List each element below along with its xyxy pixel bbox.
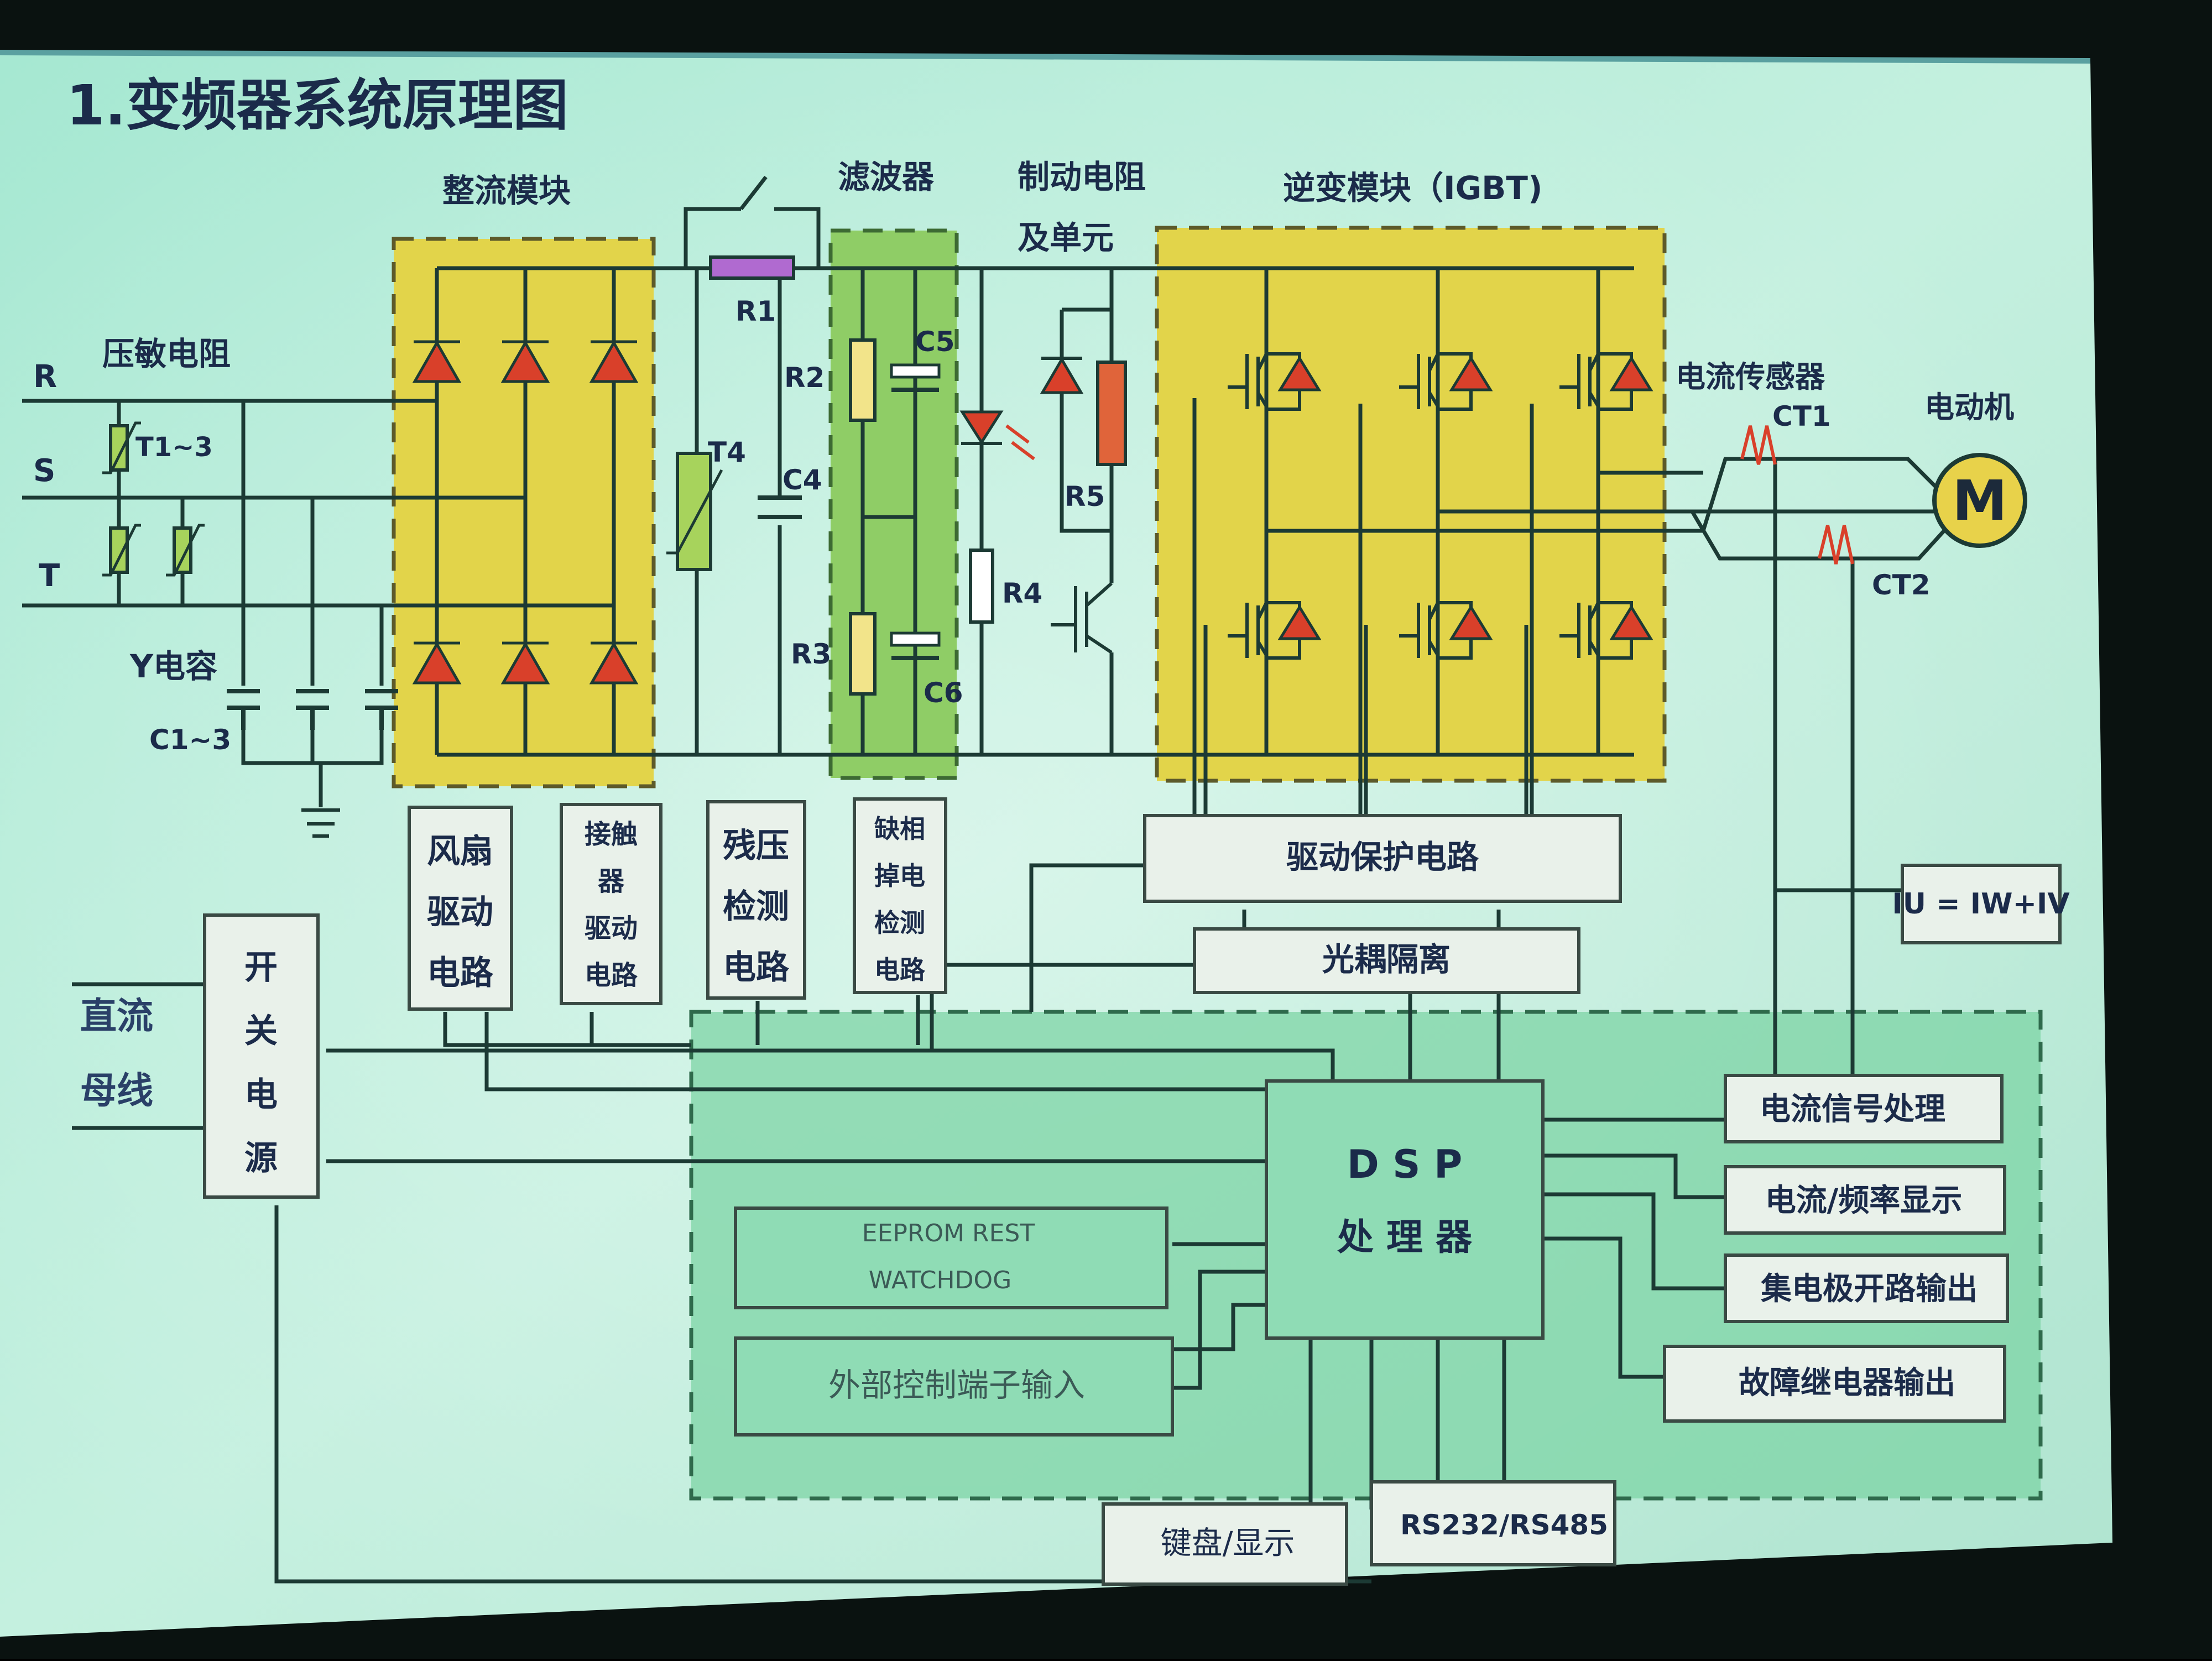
r5-label: R5 xyxy=(1065,480,1105,513)
eeprom-label-line2: WATCHDOG xyxy=(869,1266,1012,1294)
residual-voltage-line3: 电路 xyxy=(723,948,790,987)
brake-label-line1: 制动电阻 xyxy=(1018,158,1146,196)
inverter-module-label: 逆变模块（IGBT) xyxy=(1283,169,1542,207)
fan-driver-line2: 驱动 xyxy=(427,893,493,932)
dc-bus-label-line2: 母线 xyxy=(80,1069,153,1112)
switching-power-line1: 开 xyxy=(244,948,278,987)
filter-label: 滤波器 xyxy=(838,158,935,196)
ct2-label: CT2 xyxy=(1872,569,1931,601)
current-signal-label: 电流信号处理 xyxy=(1760,1091,1945,1127)
external-input-label: 外部控制端子输入 xyxy=(828,1366,1085,1404)
rectifier-module-label: 整流模块 xyxy=(442,172,571,210)
contactor-driver-line3: 驱动 xyxy=(585,913,638,944)
capacitor-c6 xyxy=(890,631,941,660)
brake-transistor xyxy=(1051,582,1113,654)
contactor-driver-line2: 器 xyxy=(598,866,625,897)
resistor-r1 xyxy=(709,255,795,280)
ct1-label: CT1 xyxy=(1772,400,1831,432)
phase-loss-line3: 检测 xyxy=(874,908,925,938)
rectifier-diodes xyxy=(412,339,639,685)
ground-icon xyxy=(301,808,340,838)
screen-top-edge xyxy=(0,50,2091,64)
capacitor-c4 xyxy=(758,495,802,519)
brake-diode xyxy=(1040,357,1084,394)
thermistor-t4 xyxy=(666,452,723,571)
resistor-r3 xyxy=(849,612,877,696)
c6-label: C6 xyxy=(924,677,963,709)
c1-3-label: C1~3 xyxy=(149,724,231,756)
brake-label-line2: 及单元 xyxy=(1018,219,1114,257)
motor-label: 电动机 xyxy=(1924,390,2014,425)
contactor-driver-line1: 接触 xyxy=(585,819,638,850)
drive-protection-label: 驱动保护电路 xyxy=(1286,838,1479,876)
residual-voltage-line2: 检测 xyxy=(723,887,789,926)
switching-power-line3: 电 xyxy=(244,1075,278,1114)
t4-label: T4 xyxy=(708,436,746,468)
residual-voltage-line1: 残压 xyxy=(723,827,789,865)
keyboard-display-label: 键盘/显示 xyxy=(1161,1526,1295,1561)
r4-label: R4 xyxy=(1002,577,1042,609)
contactor-driver-line4: 电路 xyxy=(585,960,638,991)
varistor-t2 xyxy=(102,524,141,577)
r2-label: R2 xyxy=(784,362,825,394)
y-capacitor-label: Y电容 xyxy=(129,647,217,685)
optocoupler-label: 光耦隔离 xyxy=(1322,941,1451,978)
varistor-label: 压敏电阻 xyxy=(102,335,231,373)
switching-power-line2: 关 xyxy=(244,1012,278,1051)
dsp-label-line1: D S P xyxy=(1347,1142,1463,1187)
r1-label: R1 xyxy=(735,295,776,327)
phase-loss-line4: 电路 xyxy=(874,955,926,985)
motor-icon xyxy=(1932,453,2027,548)
c5-label: C5 xyxy=(915,326,954,358)
r3-label: R3 xyxy=(791,638,831,670)
eeprom-label-line1: EEPROM REST xyxy=(862,1219,1035,1247)
resistor-r2 xyxy=(849,338,877,422)
fan-driver-line1: 风扇 xyxy=(427,832,493,871)
inverter-module-box xyxy=(1155,226,1667,783)
capacitor-c5 xyxy=(890,363,941,392)
phase-loss-line2: 掉电 xyxy=(874,861,925,891)
block-frames xyxy=(203,797,2062,1586)
dsp-label-line2: 处 理 器 xyxy=(1337,1216,1473,1258)
current-sensor-ct2 xyxy=(1818,525,1854,565)
fan-driver-line3: 电路 xyxy=(427,954,494,993)
collector-output-label: 集电极开路输出 xyxy=(1760,1271,1978,1307)
phase-t-label: T xyxy=(39,558,60,594)
fault-relay-label: 故障继电器输出 xyxy=(1739,1365,1955,1401)
phase-r-label: R xyxy=(33,359,57,395)
t1-3-label: T1~3 xyxy=(135,432,213,463)
current-formula: IU = IW+IV xyxy=(1892,887,2069,921)
switching-power-line4: 源 xyxy=(244,1139,278,1178)
resistor-r5 xyxy=(1096,361,1127,466)
c4-label: C4 xyxy=(782,464,822,496)
diagram-title: 1.变频器系统原理图 xyxy=(66,73,568,138)
y-capacitors xyxy=(227,689,398,730)
current-sensor-label: 电流传感器 xyxy=(1676,359,1825,394)
led-indicator xyxy=(959,410,1035,461)
resistor-r4 xyxy=(969,549,994,624)
freewheel-diodes xyxy=(1277,356,1653,640)
phase-loss-line1: 缺相 xyxy=(874,814,925,844)
motor-symbol: M xyxy=(1952,468,2007,533)
varistor-t3 xyxy=(166,524,205,577)
varistor-t1 xyxy=(102,421,141,474)
phase-s-label: S xyxy=(33,453,55,489)
dc-bus-label-line1: 直流 xyxy=(80,995,153,1037)
current-sensor-ct1 xyxy=(1740,425,1777,465)
rs232-label: RS232/RS485 xyxy=(1400,1509,1608,1541)
current-freq-display-label: 电流/频率显示 xyxy=(1765,1183,1962,1219)
